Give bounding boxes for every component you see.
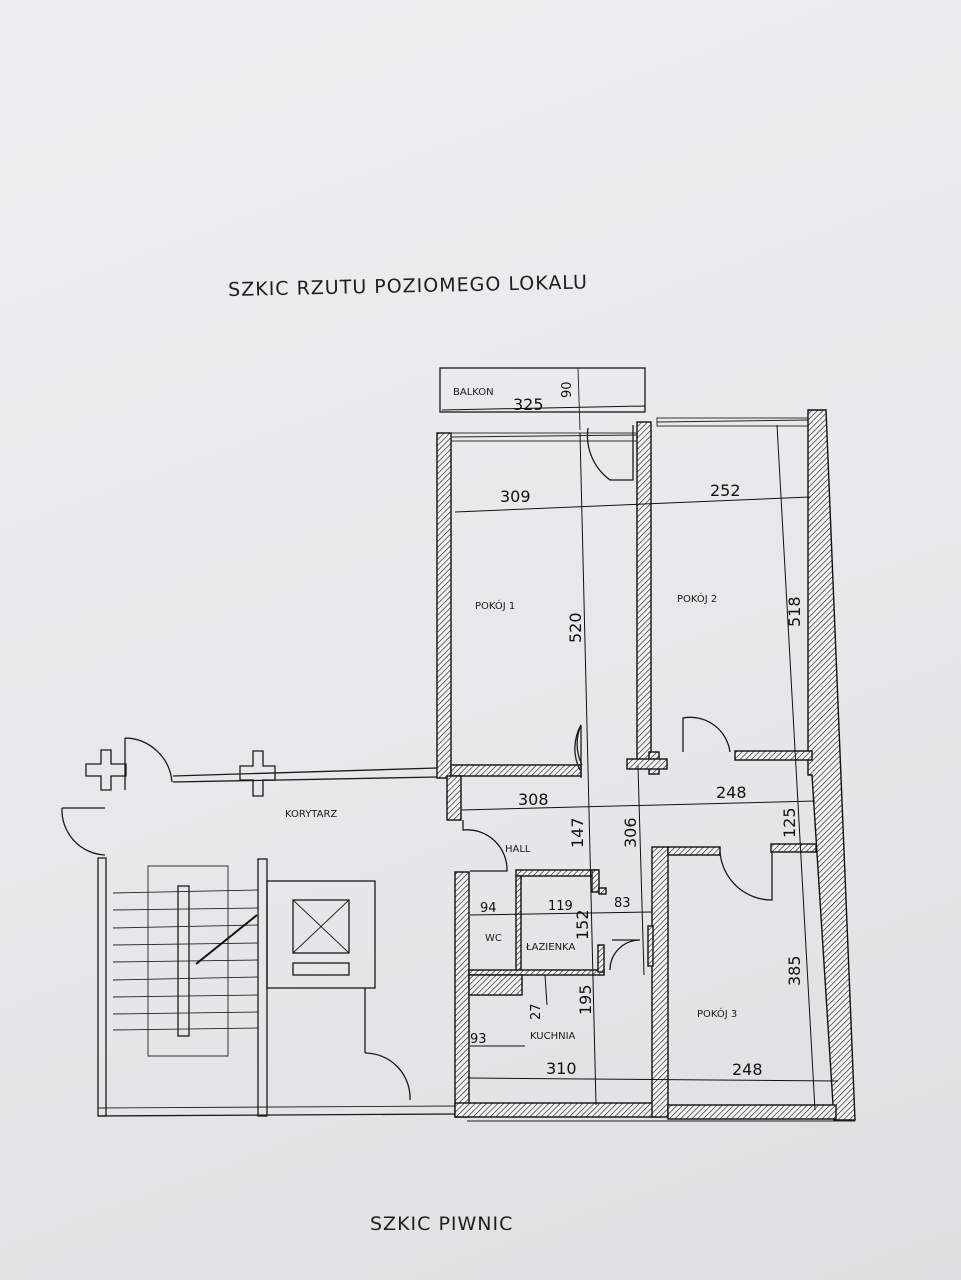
document-title: SZKIC RZUTU POZIOMEGO LOKALU [228,271,588,301]
room-label-balkon: BALKON [453,387,494,398]
dim-kuchnia-niche: 93 [470,1032,487,1047]
doors [462,425,773,971]
room-label-pokoj1: POKÓJ 1 [475,599,515,612]
room-label-lazienka: ŁAZIENKA [525,942,575,953]
document-footer: SZKIC PIWNIC [370,1213,513,1235]
dim-corridor-width: 248 [716,783,747,802]
dim-lazienka-depth: 152 [573,909,592,940]
dim-hall-width: 308 [518,790,549,809]
dim-pokoj1-width: 309 [500,487,531,506]
staircase [61,737,855,1122]
room-label-korytarz: KORYTARZ [285,809,337,820]
dim-kuchnia-depth: 195 [576,984,595,1015]
balcony: BALKON 325 90 [439,367,646,431]
room-label-wc: WC [485,933,502,944]
room-label-kuchnia: KUCHNIA [530,1031,576,1042]
dimension-lines [454,424,839,1111]
room-label-pokoj2: POKÓJ 2 [677,592,717,605]
dim-lazienka-width: 119 [548,899,573,914]
dim-balkon-width: 325 [513,395,544,414]
dim-pokoj3-length: 385 [785,955,804,986]
dim-pokoj2-width: 252 [710,481,741,500]
dim-passage-width: 83 [614,896,631,911]
dim-kuchnia-width: 310 [546,1059,577,1078]
walls [436,409,856,1121]
dim-hall-depth: 147 [568,817,587,848]
dim-pokoj1-length: 520 [566,612,585,643]
dim-hall-length: 306 [621,817,640,848]
room-label-pokoj3: POKÓJ 3 [697,1007,737,1020]
dim-balkon-depth: 90 [560,381,575,398]
dim-corridor-depth: 125 [780,807,799,838]
dim-pokoj2-length: 518 [785,596,804,627]
dim-kuchnia-offset: 27 [529,1003,544,1020]
dim-wc-width: 94 [480,901,497,916]
dim-pokoj3-width: 248 [732,1060,763,1079]
room-label-hall: HALL [505,844,531,855]
